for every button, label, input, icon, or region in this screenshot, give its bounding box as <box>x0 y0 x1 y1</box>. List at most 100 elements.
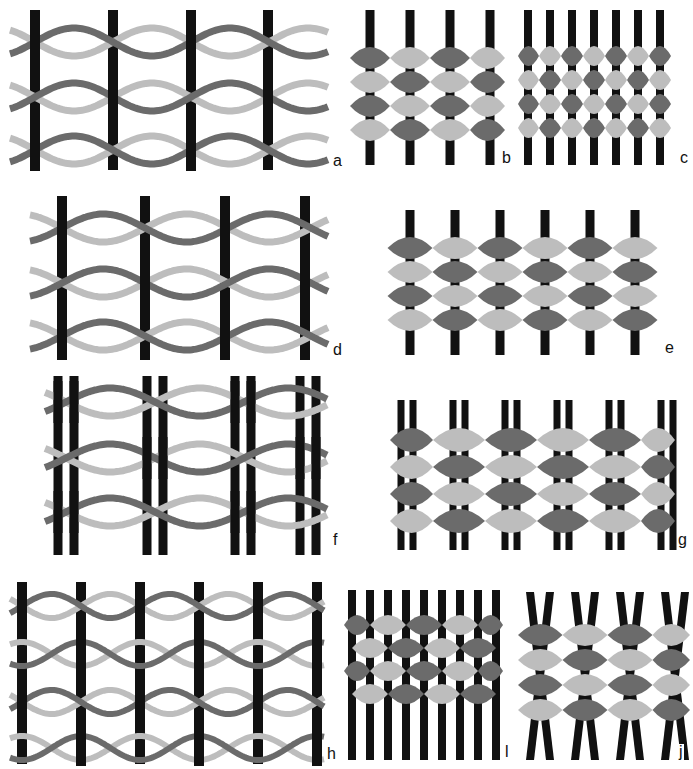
weft-float <box>433 482 485 506</box>
weft-thread <box>45 388 327 416</box>
weft-thread <box>30 269 328 297</box>
weft-float <box>583 118 605 138</box>
weft-thread <box>10 28 328 56</box>
weft-float <box>350 47 390 69</box>
weft-float <box>653 674 691 696</box>
weft-float <box>523 309 568 331</box>
warp-crossing <box>312 636 322 672</box>
weft-float <box>390 509 433 533</box>
weft-float <box>352 638 388 658</box>
weft-float <box>583 70 605 90</box>
weft-float <box>478 309 523 331</box>
panel-letter: f <box>332 532 338 548</box>
warp-crossing <box>140 262 150 304</box>
warp-crossing <box>312 437 321 479</box>
weft-float <box>518 46 539 66</box>
weft-float <box>605 46 627 66</box>
weft-float <box>523 285 568 307</box>
panel-letter: h <box>326 746 337 762</box>
weft-float <box>350 119 390 141</box>
weft-thread <box>10 28 328 56</box>
weft-thread <box>10 594 324 618</box>
warp-thread <box>438 590 446 760</box>
weft-float <box>390 428 433 452</box>
warp-crossing <box>108 76 118 118</box>
weft-float <box>350 95 390 117</box>
weft-float <box>485 482 537 506</box>
warp-crossing <box>247 491 256 533</box>
weft-float <box>390 482 433 506</box>
weft-float <box>370 615 406 635</box>
weft-float <box>641 509 675 533</box>
weft-thread <box>10 690 324 714</box>
weft-float <box>589 482 641 506</box>
weft-float <box>430 71 470 93</box>
weft-float <box>605 70 627 90</box>
warp-thread <box>474 590 482 760</box>
weft-float <box>478 615 503 635</box>
weft-float <box>627 94 649 114</box>
warp-crossing <box>17 684 27 720</box>
weft-float <box>649 70 671 90</box>
weft-float <box>518 94 539 114</box>
weft-thread <box>45 444 327 472</box>
weft-float <box>433 455 485 479</box>
warp-thread <box>30 10 40 170</box>
weft-float <box>649 46 671 66</box>
weft-float <box>641 482 675 506</box>
panel-letter: c <box>679 150 689 166</box>
weft-float <box>653 624 691 646</box>
weft-float <box>388 638 424 658</box>
weft-float <box>539 46 561 66</box>
weft-float <box>350 71 390 93</box>
warp-crossing <box>220 207 230 249</box>
weft-float <box>518 649 563 671</box>
weft-float <box>352 684 388 704</box>
warp-crossing <box>231 381 240 423</box>
weft-float <box>563 674 608 696</box>
weft-thread <box>30 322 328 350</box>
weft-float <box>613 285 658 307</box>
weft-float <box>568 237 613 259</box>
panel-letter: l <box>504 744 510 760</box>
weft-float <box>653 699 691 721</box>
weft-float <box>388 285 433 307</box>
warp-crossing <box>312 730 322 766</box>
weft-float <box>478 261 523 283</box>
warp-crossing <box>76 636 86 672</box>
weft-float <box>589 455 641 479</box>
weft-float <box>537 509 589 533</box>
warp-crossing <box>135 684 145 720</box>
weft-float <box>433 285 478 307</box>
warp-crossing <box>17 588 27 624</box>
weft-float <box>539 94 561 114</box>
weft-float <box>561 94 583 114</box>
panel-letter: g <box>677 532 688 548</box>
warp-crossing <box>194 730 204 766</box>
weft-thread <box>10 642 324 666</box>
weft-float <box>589 509 641 533</box>
warp-crossing <box>186 129 196 171</box>
weft-float <box>518 699 563 721</box>
weft-float <box>653 649 691 671</box>
weft-thread <box>10 736 324 760</box>
weft-float <box>563 624 608 646</box>
warp-thread <box>186 10 196 170</box>
panel-letter: d <box>332 342 343 358</box>
weft-float <box>561 118 583 138</box>
weft-float <box>390 455 433 479</box>
weft-float <box>433 237 478 259</box>
weft-float <box>390 95 430 117</box>
weft-float <box>406 661 442 681</box>
weft-float <box>568 309 613 331</box>
weft-float <box>344 615 370 635</box>
warp-crossing <box>70 381 79 423</box>
weft-float <box>539 118 561 138</box>
warp-crossing <box>70 491 79 533</box>
weft-float <box>523 261 568 283</box>
weft-float <box>518 674 563 696</box>
weft-float <box>390 47 430 69</box>
warp-crossing <box>296 437 305 479</box>
weft-float <box>470 95 505 117</box>
